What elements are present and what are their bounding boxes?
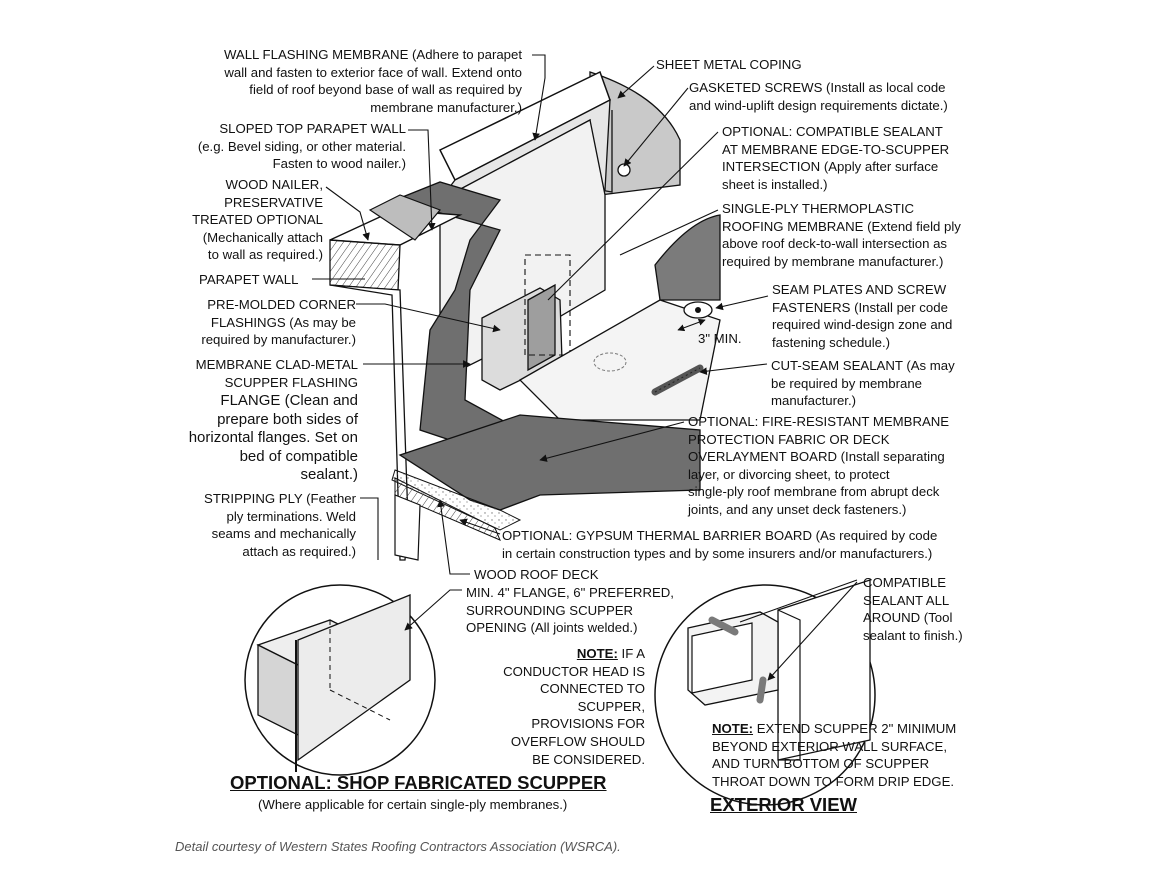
label-note-conductor-head: NOTE: IF A CONDUCTOR HEAD IS CONNECTED T… bbox=[503, 646, 645, 767]
label-wood-nailer: WOOD NAILER, PRESERVATIVE TREATED OPTION… bbox=[192, 177, 323, 263]
wall-flashing-membrane bbox=[392, 181, 542, 472]
title-shop-fabricated-scupper: OPTIONAL: SHOP FABRICATED SCUPPER bbox=[230, 772, 607, 793]
seam-plate-ghost bbox=[593, 352, 627, 372]
wood-nailer-front bbox=[329, 239, 401, 291]
label-three-inch-min: 3" MIN. bbox=[698, 331, 742, 346]
shop-scupper-circle bbox=[244, 584, 436, 776]
label-sloped-top-parapet-wall: SLOPED TOP PARAPET WALL (e.g. Bevel sidi… bbox=[197, 121, 406, 172]
wood-roof-deck bbox=[394, 494, 421, 561]
label-note-extend-scupper: NOTE: EXTEND SCUPPER 2" MINIMUM BEYOND E… bbox=[712, 721, 957, 789]
deck-layer bbox=[391, 469, 522, 531]
subtitle-shop-fabricated-scupper: (Where applicable for certain single-ply… bbox=[258, 797, 568, 812]
roof-membrane-field bbox=[518, 299, 721, 421]
shop-scupper-flange bbox=[297, 594, 411, 762]
label-wall-flashing-membrane: WALL FLASHING MEMBRANE (Adhere to parape… bbox=[223, 47, 522, 115]
exterior-wall-face bbox=[777, 579, 871, 761]
label-membrane-clad-flange: FLANGE (Clean and prepare both sides of … bbox=[188, 392, 358, 483]
credit-line: Detail courtesy of Western States Roofin… bbox=[175, 839, 621, 854]
label-stripping-ply: STRIPPING PLY (Feather ply terminations.… bbox=[204, 491, 356, 559]
exterior-sealant-top bbox=[708, 616, 739, 636]
label-sheet-metal-coping: SHEET METAL COPING bbox=[656, 57, 802, 72]
exterior-sealant-side bbox=[756, 676, 767, 704]
label-parapet-wall: PARAPET WALL bbox=[199, 272, 299, 287]
label-wood-roof-deck: WOOD ROOF DECK bbox=[474, 567, 599, 582]
label-gypsum-thermal-barrier: OPTIONAL: GYPSUM THERMAL BARRIER BOARD (… bbox=[502, 528, 938, 561]
label-gasketed-screws: GASKETED SCREWS (Install as local code a… bbox=[689, 80, 948, 113]
three-min-dimension bbox=[677, 318, 706, 332]
exterior-scupper-opening bbox=[691, 622, 753, 694]
scupper-opening-dashed bbox=[524, 254, 571, 356]
title-exterior-view: EXTERIOR VIEW bbox=[710, 794, 857, 815]
exterior-wall-side bbox=[777, 609, 801, 761]
label-seam-plates: SEAM PLATES AND SCREW FASTENERS (Install… bbox=[772, 282, 953, 350]
label-membrane-clad-metal: MEMBRANE CLAD-METAL SCUPPER FLASHING bbox=[195, 357, 358, 390]
label-min-flange: MIN. 4" FLANGE, 6" PREFERRED, SURROUNDIN… bbox=[466, 585, 674, 636]
exterior-view-circle bbox=[654, 584, 876, 806]
label-optional-compatible-sealant: OPTIONAL: COMPATIBLE SEALANT AT MEMBRANE… bbox=[722, 124, 950, 192]
sloped-top-parapet bbox=[368, 194, 442, 241]
label-pre-molded-corner: PRE-MOLDED CORNER FLASHINGS (As may be r… bbox=[201, 297, 356, 348]
label-compatible-sealant-around: COMPATIBLE SEALANT ALL AROUND (Tool seal… bbox=[863, 575, 963, 643]
label-cut-seam-sealant: CUT-SEAM SEALANT (As may be required by … bbox=[771, 358, 955, 409]
label-fire-resistant-membrane: OPTIONAL: FIRE-RESISTANT MEMBRANE PROTEC… bbox=[688, 414, 950, 517]
wall-curved-shade-right bbox=[654, 214, 721, 301]
label-single-ply-membrane: SINGLE-PLY THERMOPLASTIC ROOFING MEMBRAN… bbox=[722, 201, 961, 269]
